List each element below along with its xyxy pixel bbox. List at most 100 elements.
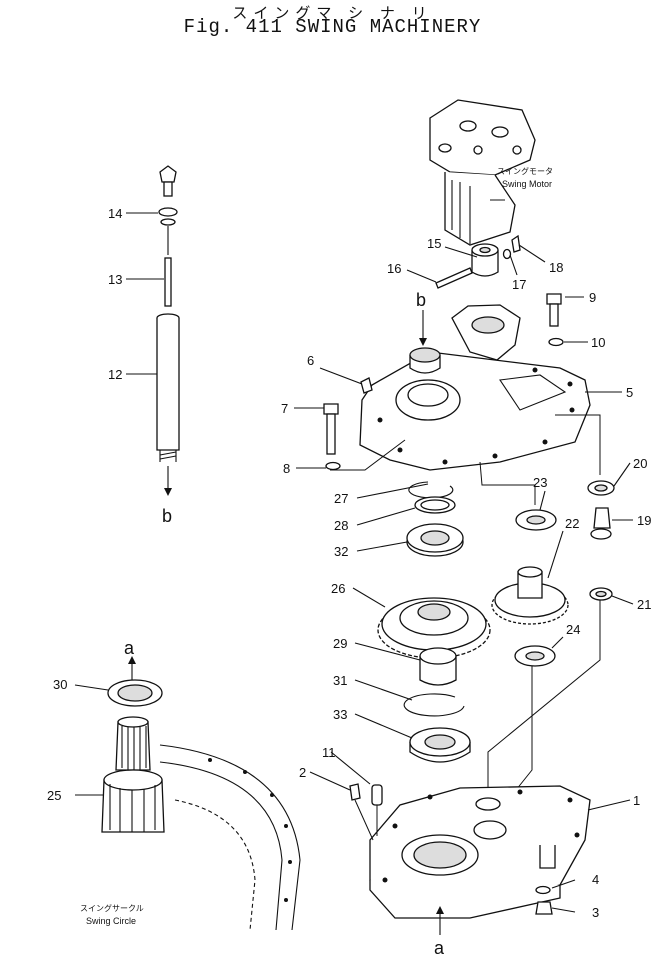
callout-9: 9 bbox=[589, 290, 596, 305]
part-33-bearing-bore bbox=[424, 734, 456, 750]
part-14-oring bbox=[158, 207, 178, 217]
housing-bolt-hole bbox=[382, 877, 388, 883]
part-12-tube bbox=[156, 318, 180, 451]
callout-24: 24 bbox=[566, 622, 580, 637]
letter-a-lower: a bbox=[434, 938, 445, 958]
swing-motor-ribs bbox=[451, 180, 505, 244]
part-1-housing bbox=[369, 785, 591, 919]
callout-11: 11 bbox=[322, 745, 336, 760]
cover-motor-bore bbox=[471, 316, 505, 334]
cover-bolt-hole bbox=[442, 459, 448, 465]
arrow-a-upper-head bbox=[128, 656, 136, 664]
part-31-snap-ring bbox=[403, 693, 465, 717]
callout-4: 4 bbox=[592, 872, 599, 887]
callout-21: 21 bbox=[637, 597, 651, 612]
housing-bolt-hole bbox=[567, 797, 573, 803]
part-9-bolt bbox=[546, 293, 562, 327]
align-line-3 bbox=[555, 414, 601, 475]
letter-b-upper: b bbox=[416, 290, 426, 310]
arrow-b-lower-head bbox=[164, 488, 172, 496]
housing-pinion-bore bbox=[473, 820, 507, 840]
swing-circle-label-jp: スイングサークル bbox=[80, 903, 144, 913]
part-21-bearing-bore bbox=[595, 590, 607, 598]
callout-27: 27 bbox=[334, 491, 348, 506]
dipstick-neck bbox=[163, 181, 173, 197]
callouts: 14 13 12 15 16 17 18 9 10 5 6 7 8 27 28 … bbox=[47, 206, 651, 920]
callout-33: 33 bbox=[333, 707, 347, 722]
callout-31: 31 bbox=[333, 673, 347, 688]
part-25-gear-teeth bbox=[109, 784, 156, 832]
part-10-washer bbox=[548, 337, 564, 347]
part-5-cover bbox=[359, 304, 591, 471]
cover-breather-top bbox=[409, 347, 441, 363]
pinion-gear-stack bbox=[491, 480, 615, 667]
housing-bolt-hole bbox=[427, 794, 433, 800]
letter-b-lower: b bbox=[162, 506, 172, 526]
align-line-4 bbox=[487, 590, 601, 790]
align-line-2 bbox=[479, 461, 536, 505]
part-19-pinion-base bbox=[590, 528, 612, 540]
part-8-washer bbox=[325, 461, 341, 471]
callout-28: 28 bbox=[334, 518, 348, 533]
part-25-pinion-shaft bbox=[115, 721, 151, 771]
swing-motor-label-jp: スイングモータ bbox=[497, 166, 553, 176]
callout-32: 32 bbox=[334, 544, 348, 559]
callout-22: 22 bbox=[565, 516, 579, 531]
bolt-shank bbox=[326, 413, 336, 455]
dipstick-assembly bbox=[156, 165, 180, 496]
callout-19: 19 bbox=[637, 513, 651, 528]
cover-plate bbox=[359, 351, 591, 471]
swing-circle-bolt-hole bbox=[243, 770, 247, 774]
cover-bolt-hole bbox=[567, 381, 573, 387]
swing-motor-port-2 bbox=[491, 126, 509, 138]
housing-drain-boss bbox=[539, 845, 556, 869]
callout-2: 2 bbox=[299, 765, 306, 780]
title-japanese: スイングマ シ ナ リ bbox=[232, 4, 433, 22]
part-7-bolt bbox=[323, 403, 339, 455]
part-24-bearing-bore bbox=[525, 651, 545, 661]
cover-rib bbox=[499, 374, 567, 411]
swing-motor-port-1 bbox=[459, 120, 477, 132]
callout-15: 15 bbox=[427, 236, 441, 251]
bolt-shank bbox=[549, 303, 559, 327]
part-22-shaft-top bbox=[517, 566, 543, 578]
callout-8: 8 bbox=[283, 461, 290, 476]
swing-circle-outer bbox=[159, 744, 301, 931]
part-18-pin bbox=[511, 234, 521, 253]
cover-bolt-hole bbox=[377, 417, 383, 423]
swing-circle-bolt-hole bbox=[208, 758, 212, 762]
part-29-bushing-top bbox=[419, 647, 457, 665]
leader-lines bbox=[74, 212, 634, 913]
callout-23: 23 bbox=[533, 475, 547, 490]
swing-motor-port-3 bbox=[438, 143, 452, 153]
callout-20: 20 bbox=[633, 456, 647, 471]
part-19-pinion bbox=[593, 507, 611, 529]
part-15-bore bbox=[479, 246, 491, 254]
callout-7: 7 bbox=[281, 401, 288, 416]
swing-circle-bolt-hole bbox=[270, 793, 274, 797]
cover-bolt-hole bbox=[532, 367, 538, 373]
part-3-plug bbox=[535, 901, 553, 915]
alignment-lines bbox=[330, 414, 601, 811]
part-16-bolt bbox=[435, 267, 473, 289]
figure-title: Fig. 411 SWING MACHINERY bbox=[183, 16, 482, 38]
callout-30: 30 bbox=[53, 677, 67, 692]
swing-circle-label-en: Swing Circle bbox=[86, 916, 136, 926]
part-13-gauge-rod bbox=[164, 257, 172, 307]
gear-train bbox=[377, 481, 491, 763]
part-27-snap-ring bbox=[408, 481, 454, 499]
swing-motor-bolt-2 bbox=[512, 145, 522, 155]
housing-bolt-hole bbox=[392, 823, 398, 829]
swing-motor-housing bbox=[444, 172, 516, 246]
swing-circle-teeth bbox=[174, 799, 256, 931]
coupling-parts bbox=[435, 234, 521, 289]
part-25-shaft-top bbox=[117, 716, 149, 728]
callout-26: 26 bbox=[331, 581, 345, 596]
callout-29: 29 bbox=[333, 636, 347, 651]
callout-5: 5 bbox=[626, 385, 633, 400]
part-20-bearing-bore bbox=[594, 484, 608, 492]
callout-25: 25 bbox=[47, 788, 61, 803]
swing-motor-bolt bbox=[473, 145, 483, 155]
housing-main-bore-inner bbox=[413, 841, 467, 869]
part-25-splines bbox=[121, 726, 147, 770]
